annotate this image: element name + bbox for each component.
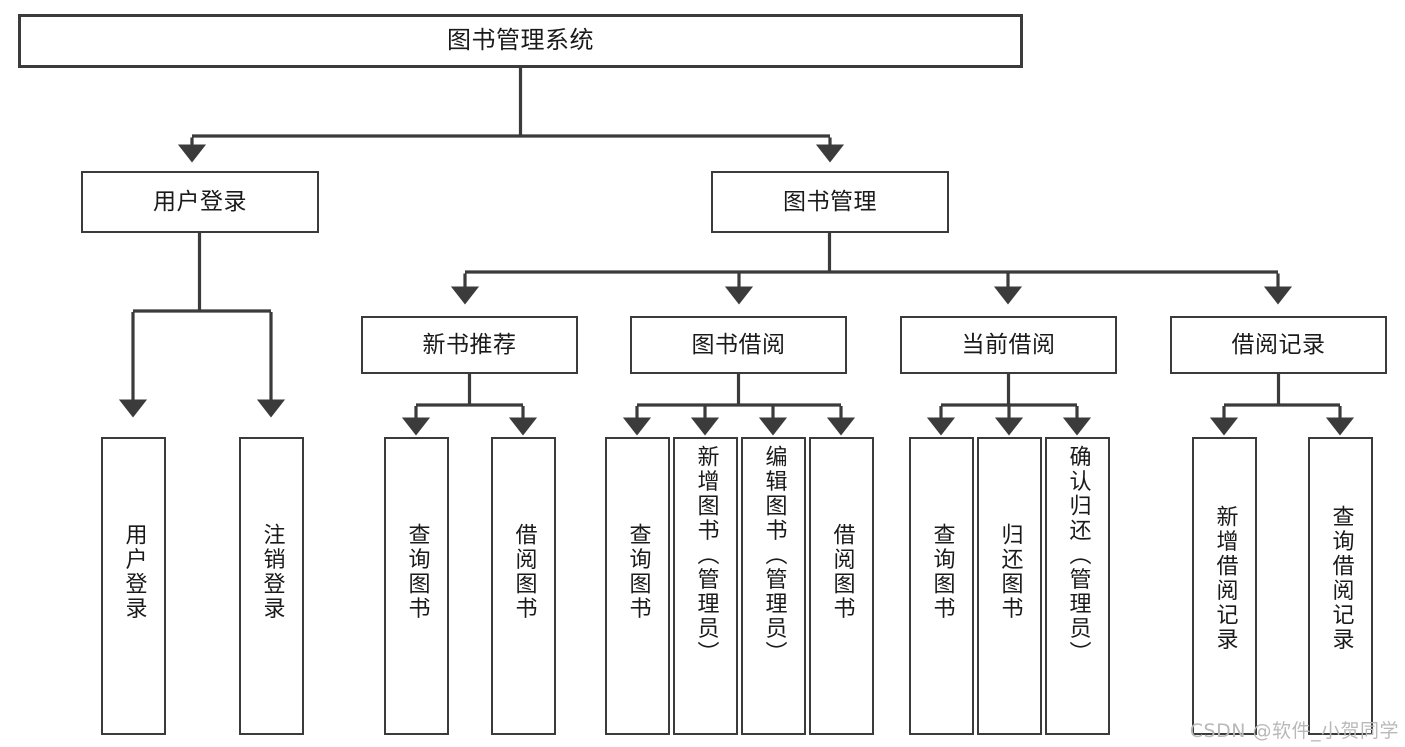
node-label: 图书管理 bbox=[783, 188, 877, 215]
node-leaf-borrow-book[interactable]: 借阅图书 bbox=[809, 437, 874, 735]
node-label: 注销登录 bbox=[259, 523, 285, 621]
node-label: 借阅图书 bbox=[511, 523, 537, 621]
node-leaf-logout[interactable]: 注销登录 bbox=[239, 437, 304, 735]
node-label: 用户登录 bbox=[121, 523, 147, 621]
node-leaf-query-borrow-record[interactable]: 查询借阅记录 bbox=[1308, 437, 1373, 735]
node-label: 确认归还（管理员） bbox=[1065, 445, 1091, 666]
node-label: 查询图书 bbox=[404, 523, 430, 621]
node-label: 借阅图书 bbox=[829, 523, 855, 621]
node-label: 图书管理系统 bbox=[447, 26, 594, 55]
csdn-watermark: CSDN @软件_小贺同学 bbox=[1189, 720, 1399, 742]
node-root-book-management-system[interactable]: 图书管理系统 bbox=[18, 14, 1023, 68]
node-leaf-add-borrow-record[interactable]: 新增借阅记录 bbox=[1192, 437, 1257, 735]
node-book-borrow[interactable]: 图书借阅 bbox=[630, 316, 847, 374]
node-label: 新书推荐 bbox=[422, 331, 517, 358]
node-label: 查询图书 bbox=[929, 523, 955, 621]
node-book-management[interactable]: 图书管理 bbox=[711, 171, 949, 233]
node-leaf-confirm-return-admin[interactable]: 确认归还（管理员） bbox=[1045, 437, 1110, 735]
node-leaf-query-book-borrow[interactable]: 查询图书 bbox=[605, 437, 670, 735]
node-label: 归还图书 bbox=[997, 523, 1023, 621]
node-borrow-record[interactable]: 借阅记录 bbox=[1170, 316, 1387, 374]
node-current-borrow[interactable]: 当前借阅 bbox=[900, 316, 1117, 374]
node-label: 查询图书 bbox=[625, 523, 651, 621]
node-leaf-return-book[interactable]: 归还图书 bbox=[977, 437, 1042, 735]
node-leaf-add-book-admin[interactable]: 新增图书（管理员） bbox=[673, 437, 738, 735]
node-label: 当前借阅 bbox=[961, 331, 1056, 358]
node-label: 查询借阅记录 bbox=[1328, 505, 1354, 652]
node-label: 图书借阅 bbox=[691, 331, 786, 358]
node-leaf-query-book-recommend[interactable]: 查询图书 bbox=[384, 437, 449, 735]
node-label: 借阅记录 bbox=[1231, 331, 1326, 358]
node-label: 用户登录 bbox=[153, 188, 247, 215]
node-new-book-recommendation[interactable]: 新书推荐 bbox=[361, 316, 578, 374]
node-leaf-borrow-book-recommend[interactable]: 借阅图书 bbox=[491, 437, 556, 735]
node-leaf-user-login[interactable]: 用户登录 bbox=[101, 437, 166, 735]
node-label: 新增借阅记录 bbox=[1212, 505, 1238, 652]
node-label: 编辑图书（管理员） bbox=[761, 445, 787, 666]
node-label: 新增图书（管理员） bbox=[693, 445, 719, 666]
node-leaf-query-book-current[interactable]: 查询图书 bbox=[909, 437, 974, 735]
node-leaf-edit-book-admin[interactable]: 编辑图书（管理员） bbox=[741, 437, 806, 735]
node-user-login[interactable]: 用户登录 bbox=[81, 171, 319, 233]
